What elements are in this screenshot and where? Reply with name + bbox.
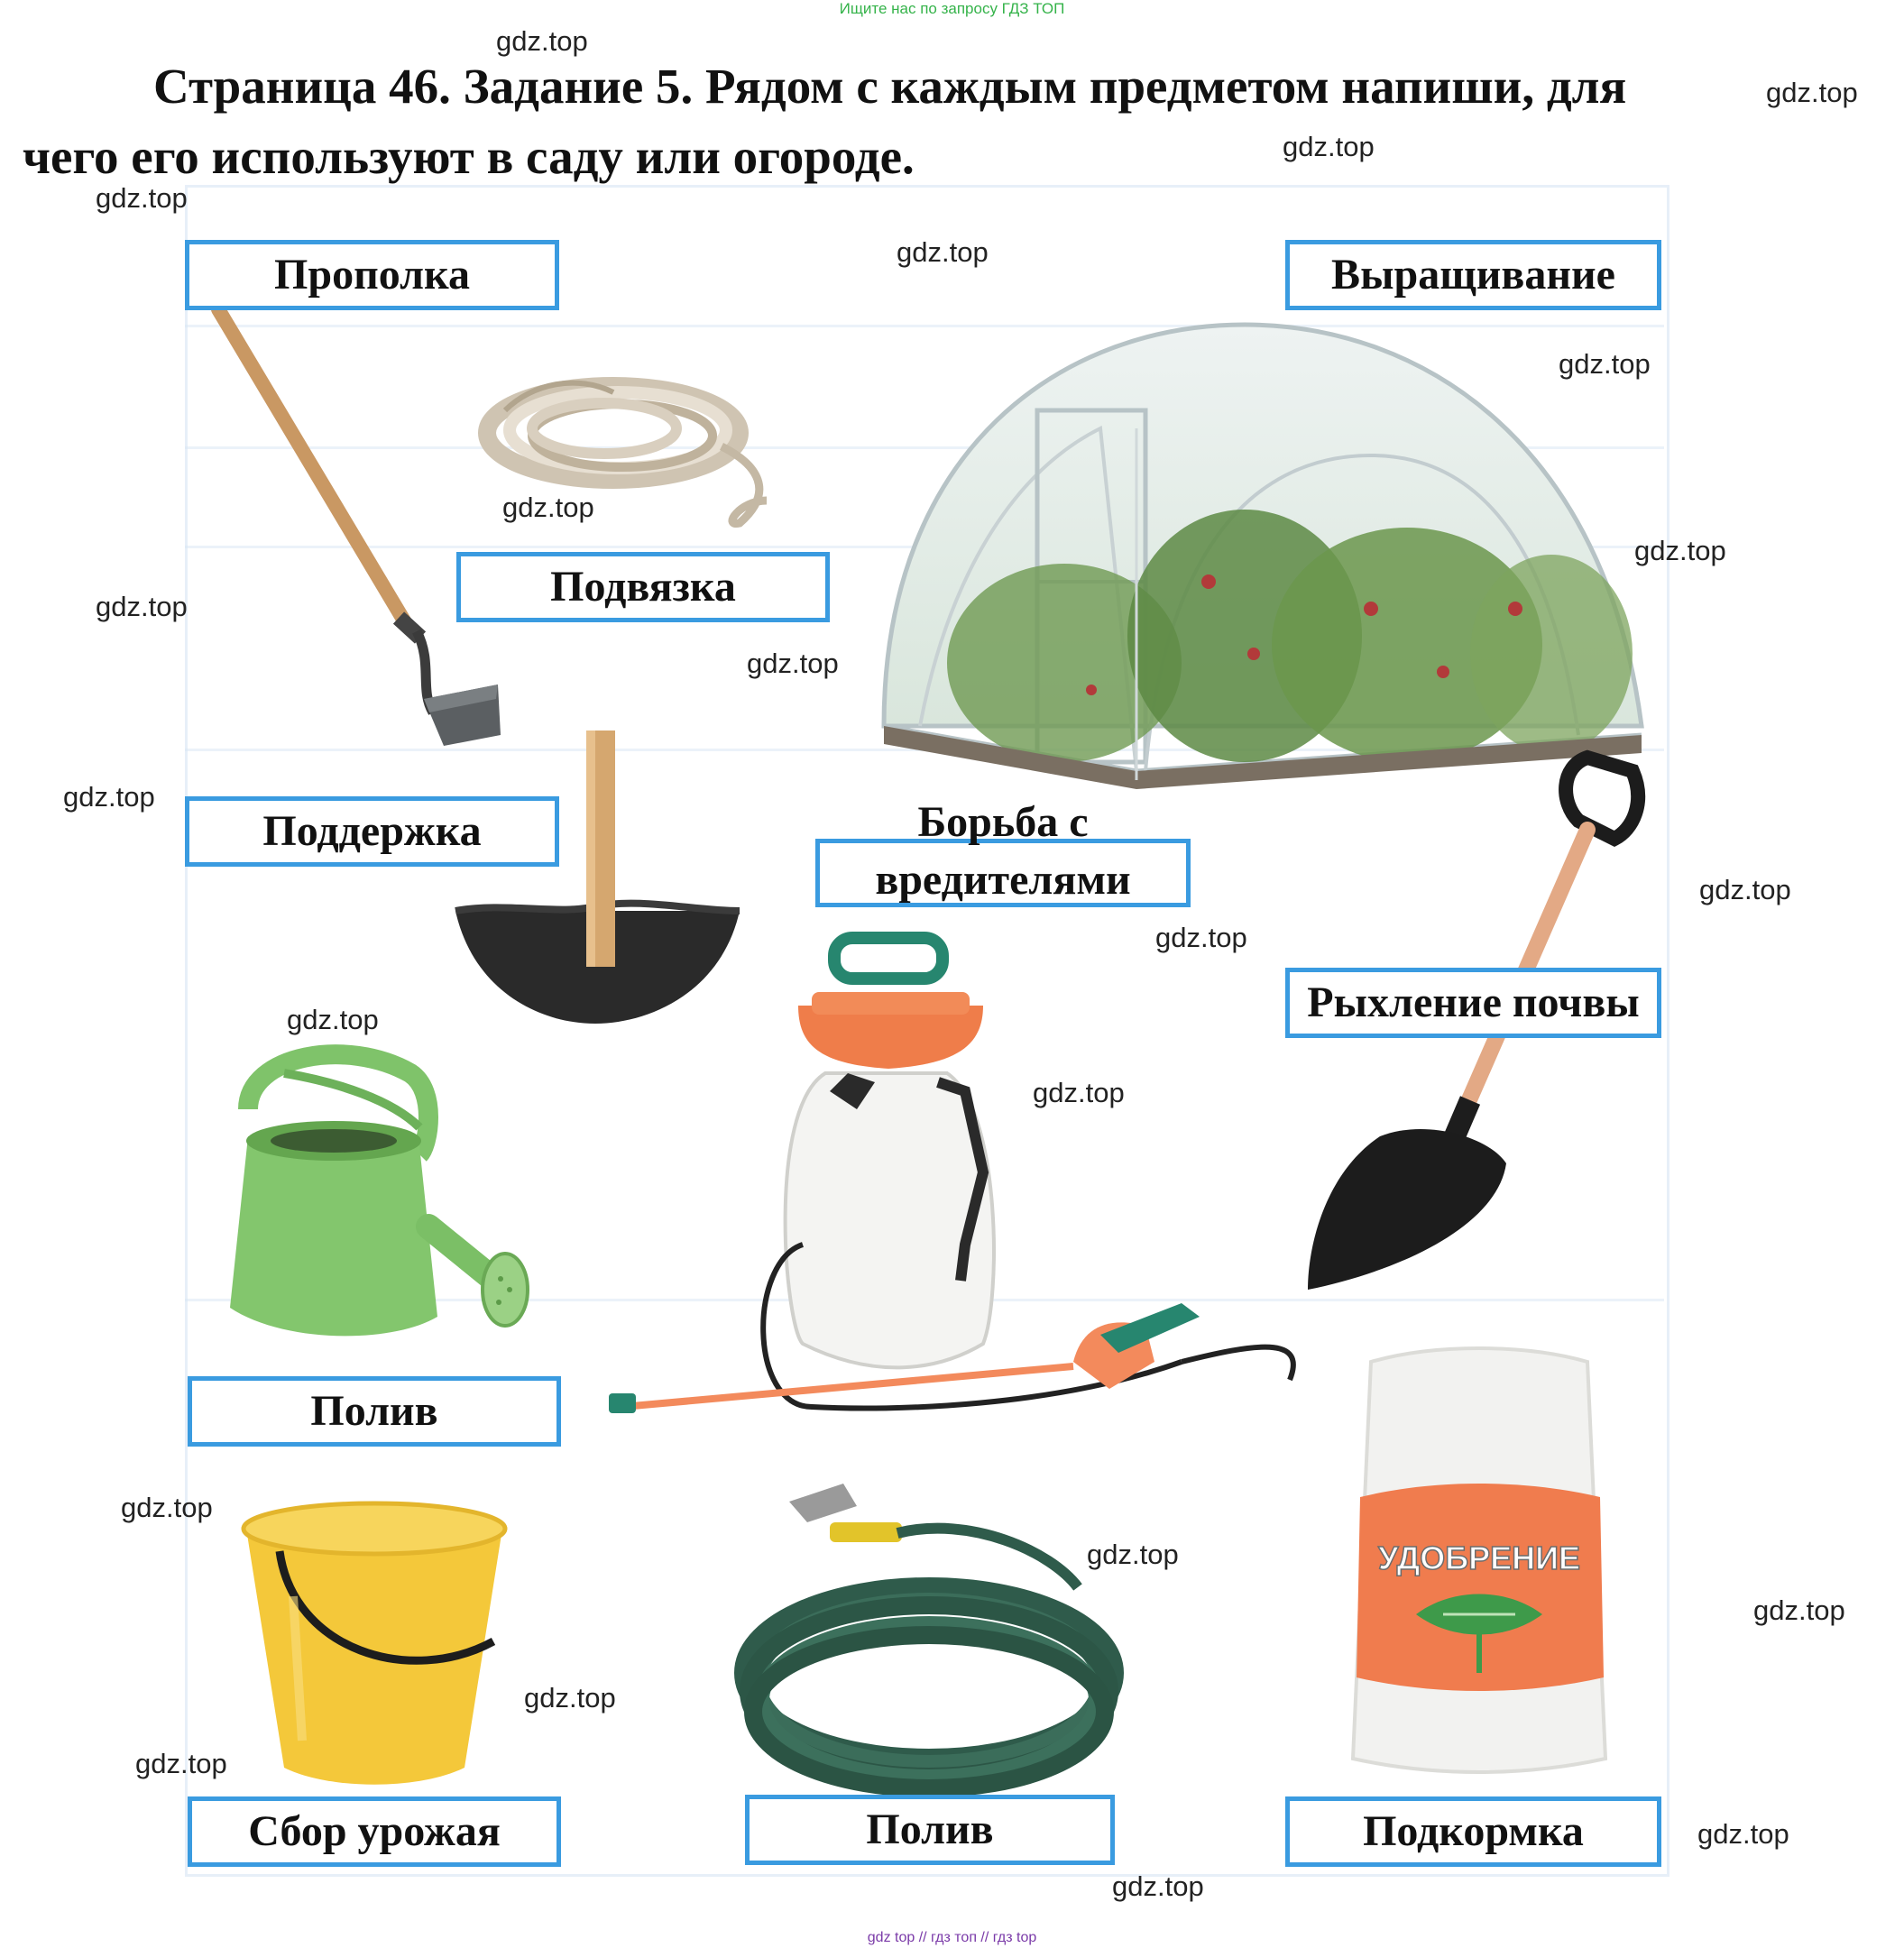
- watermark: gdz.top: [496, 25, 588, 57]
- watermark: gdz.top: [1033, 1077, 1125, 1108]
- stake-icon: [455, 730, 740, 1024]
- watermark: gdz.top: [1112, 1870, 1204, 1902]
- label-hose-text: Полив: [866, 1806, 994, 1853]
- twine-icon: [478, 377, 768, 528]
- hoe-icon: [211, 302, 501, 746]
- label-greenhouse[interactable]: Выращивание: [1285, 240, 1661, 310]
- task-title-line2: чего его используют в саду или огороде.: [23, 129, 915, 184]
- watermark: gdz.top: [1283, 131, 1375, 162]
- watermark: gdz.top: [1634, 535, 1726, 566]
- label-stake[interactable]: Поддержка: [185, 796, 559, 867]
- label-hoe[interactable]: Прополка: [185, 240, 559, 310]
- watermark: gdz.top: [63, 781, 155, 813]
- greenhouse-icon: [881, 322, 1644, 789]
- label-twine-text: Подвязка: [550, 563, 736, 611]
- watermark: gdz.top: [1699, 874, 1791, 905]
- watermark: gdz.top: [1766, 77, 1858, 108]
- label-shovel-text: Рыхление почвы: [1307, 979, 1640, 1026]
- watermark: gdz.top: [1155, 922, 1247, 953]
- label-stake-text: Поддержка: [262, 807, 482, 855]
- watermark: gdz.top: [1697, 1818, 1789, 1850]
- header-note[interactable]: Ищите нас по запросу ГДЗ ТОП: [839, 0, 1065, 17]
- label-fertilizer[interactable]: Подкормка: [1285, 1796, 1661, 1867]
- watermark: gdz.top: [121, 1492, 213, 1523]
- label-watering-can-text: Полив: [310, 1387, 438, 1435]
- fertilizer-bag-label: УДОБРЕНИЕ: [1378, 1539, 1580, 1576]
- hose-icon: [734, 1484, 1124, 1797]
- watermark: gdz.top: [96, 591, 188, 622]
- watermark: gdz.top: [1087, 1539, 1179, 1570]
- label-twine[interactable]: Подвязка: [456, 552, 830, 622]
- label-sprayer-line2: вредителями: [875, 856, 1131, 904]
- watermark: gdz.top: [502, 492, 594, 523]
- label-hoe-text: Прополка: [274, 251, 470, 299]
- bucket-icon: [241, 1501, 508, 1785]
- watermark: gdz.top: [524, 1682, 616, 1714]
- watering-can-icon: [230, 1044, 529, 1337]
- footer-note[interactable]: gdz top // гдз топ // гдз top: [867, 1930, 1037, 1945]
- label-shovel[interactable]: Рыхление почвы: [1285, 968, 1661, 1038]
- watermark: gdz.top: [747, 648, 839, 679]
- watermark: gdz.top: [897, 236, 989, 268]
- label-bucket-text: Сбор урожая: [248, 1807, 501, 1855]
- label-fertilizer-text: Подкормка: [1363, 1807, 1584, 1855]
- watermark: gdz.top: [1753, 1594, 1845, 1626]
- task-title-line1: Страница 46. Задание 5. Рядом с каждым п…: [153, 59, 1627, 114]
- background-line: [185, 446, 1664, 449]
- label-hose[interactable]: Полив: [745, 1795, 1115, 1865]
- label-sprayer-line1: Борьба с: [917, 798, 1089, 846]
- label-watering-can[interactable]: Полив: [188, 1376, 561, 1447]
- label-greenhouse-text: Выращивание: [1331, 251, 1615, 299]
- label-bucket[interactable]: Сбор урожая: [188, 1796, 561, 1867]
- sprayer-icon: [609, 932, 1296, 1413]
- label-sprayer-text: Борьба с вредителями: [815, 794, 1191, 909]
- watermark: gdz.top: [1559, 348, 1651, 380]
- watermark: gdz.top: [96, 182, 188, 214]
- label-sprayer[interactable]: [815, 839, 1191, 907]
- background-page-frame: [185, 185, 1669, 1877]
- fertilizer-bag-icon: УДОБРЕНИЕ: [1350, 1346, 1608, 1774]
- watermark: gdz.top: [287, 1004, 379, 1035]
- background-line: [185, 325, 1664, 327]
- watermark: gdz.top: [135, 1748, 227, 1779]
